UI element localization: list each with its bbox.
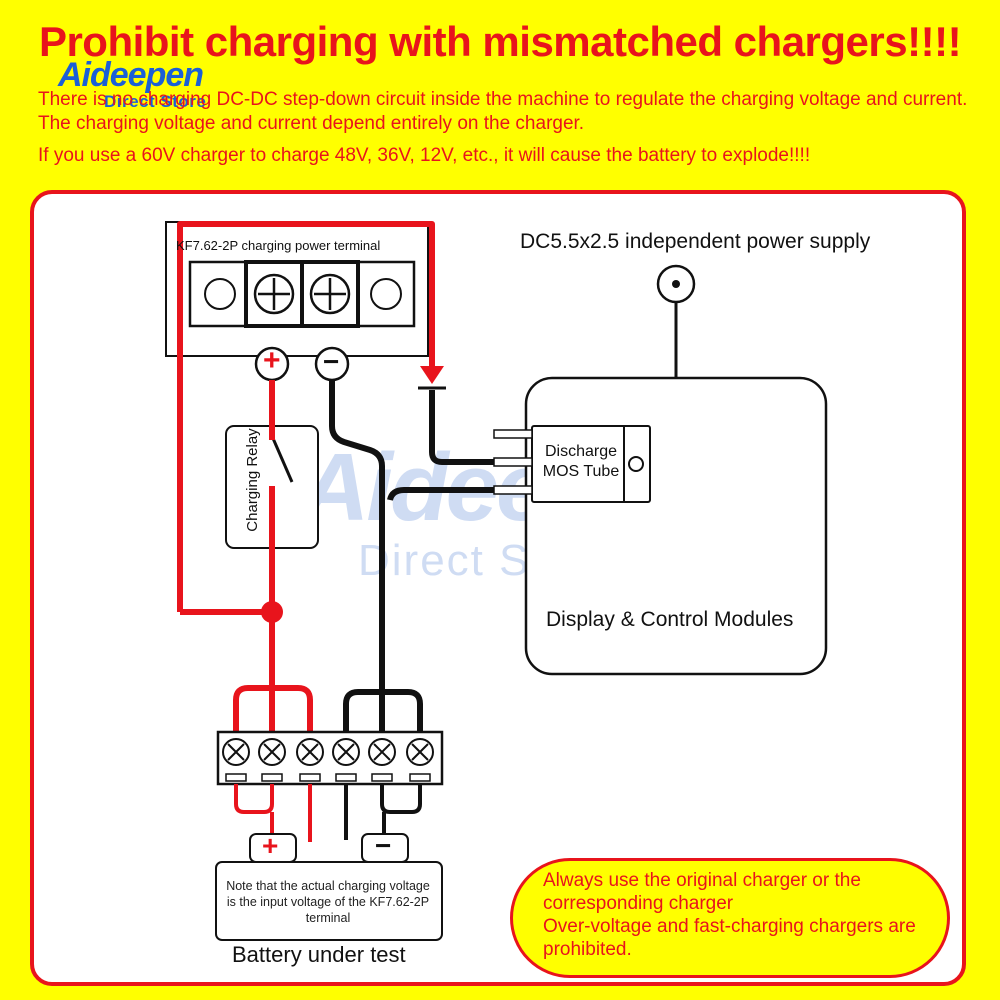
intro-text: There is no charging DC-DC step-down cir…	[38, 88, 968, 168]
terminal-screw-1	[253, 273, 295, 315]
terminal-label: KF7.62-2P charging power terminal	[176, 238, 381, 253]
battery-negative-wires	[344, 784, 422, 840]
terminal-screw-2	[309, 273, 351, 315]
relay-switch	[270, 435, 294, 483]
warning-callout: Always use the original charger or the c…	[510, 858, 950, 978]
brand-logo: Aideepen Direct Store	[58, 56, 278, 114]
mos-tube-hole	[628, 456, 644, 472]
diode-arrow	[420, 366, 444, 384]
negative-wire	[329, 380, 385, 740]
dc-supply-label: DC5.5x2.5 independent power supply	[520, 230, 871, 253]
relay-label: Charging Relay	[244, 428, 261, 532]
battery-positive-wires	[234, 784, 312, 842]
intro-line-1: There is no charging DC-DC step-down cir…	[38, 89, 968, 134]
terminal-hole-right	[370, 278, 402, 310]
strip-slots	[225, 773, 431, 782]
dc-jack-pin	[672, 280, 680, 288]
mos-pin-2	[493, 457, 533, 467]
intro-warning: If you use a 60V charger to charge 48V, …	[38, 145, 811, 166]
charge-wire-loop	[177, 221, 435, 612]
strip-screws	[222, 738, 434, 766]
mos-ground-wire	[387, 487, 524, 501]
black-bridge-wires	[343, 689, 423, 740]
plus-symbol: +	[263, 344, 281, 377]
headline: Prohibit charging with mismatched charge…	[38, 18, 962, 65]
junction-dot	[261, 601, 283, 623]
brand-name: Aideepen	[58, 56, 204, 94]
mos-label-line-1: Discharge	[544, 443, 618, 460]
mos-label: Discharge MOS Tube	[534, 442, 628, 482]
battery-minus-symbol: −	[375, 830, 392, 861]
terminal-strip	[216, 730, 444, 786]
battery-label: Battery under test	[232, 942, 406, 967]
diode-wire	[429, 390, 524, 465]
mos-pin-3	[493, 485, 533, 495]
battery-plus-symbol: +	[262, 830, 279, 861]
red-bridge-wires	[233, 685, 313, 740]
battery-note: Note that the actual charging voltage is…	[226, 879, 430, 925]
battery-body	[215, 861, 443, 941]
brand-tagline: Direct Store	[104, 92, 207, 111]
minus-symbol: −	[323, 346, 340, 377]
mos-label-line-2: MOS Tube	[542, 463, 620, 480]
module-label: Display & Control Modules	[546, 608, 794, 631]
terminal-hole-left	[204, 278, 236, 310]
callout-line-1: Always use the original charger or the c…	[543, 870, 861, 914]
callout-line-2: Over-voltage and fast-charging chargers …	[543, 916, 916, 960]
mos-pin-1	[493, 429, 533, 439]
